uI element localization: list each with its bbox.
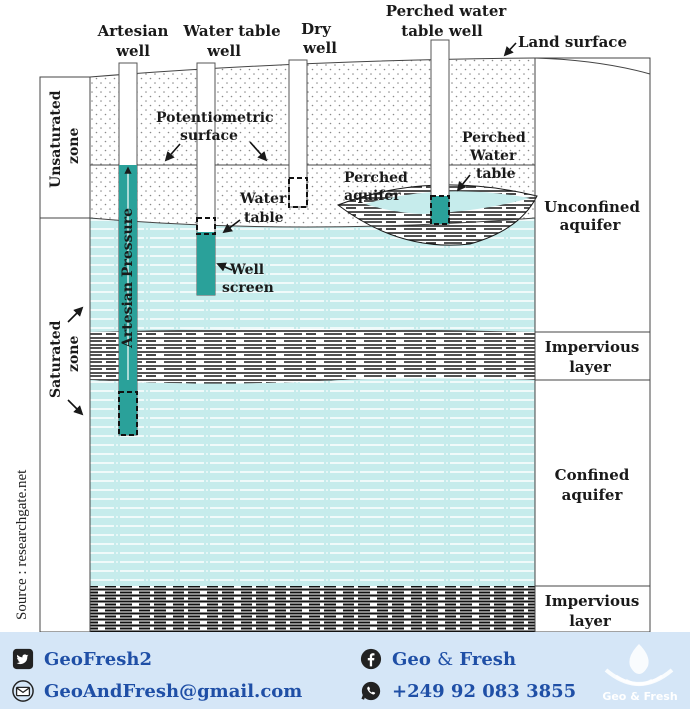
artesian-well-label-2: well <box>115 42 150 60</box>
unconfined-aquifer-label-1: Unconfined <box>544 198 640 216</box>
dry-well-label-2: well <box>302 39 337 57</box>
twitter-handle: GeoFresh2 <box>44 648 152 670</box>
artesian-well-label-1: Artesian <box>97 22 169 40</box>
water-table-well-label-1: Water table <box>182 22 280 40</box>
whatsapp-number: +249 92 083 3855 <box>392 680 577 702</box>
twitter-icon <box>12 648 34 670</box>
impervious-layer-middle <box>90 329 535 384</box>
perched-well-label-2: table well <box>401 22 483 40</box>
dry-well-label-1: Dry <box>301 20 332 38</box>
perched-water-table-label-2: Water <box>469 148 517 164</box>
facebook-name-suffix: Fresh <box>453 648 517 670</box>
potentiometric-label-1: Potentiometric <box>156 110 274 126</box>
facebook-icon <box>360 648 382 670</box>
artesian-pressure-label: Artesian Pressure <box>120 208 136 349</box>
perched-water-table-label-1: Perched <box>462 130 526 146</box>
perched-aquifer-label-2: aquifer <box>344 188 401 204</box>
confined-aquifer-label-2: aquifer <box>562 486 624 504</box>
email-icon <box>12 680 34 702</box>
confined-aquifer-label-1: Confined <box>555 466 630 484</box>
unconfined-aquifer-label-2: aquifer <box>560 216 622 234</box>
impervious-layer-label-2: layer <box>569 358 612 376</box>
saturated-zone-label-1: Saturated <box>48 320 64 398</box>
potentiometric-label-2: surface <box>180 128 238 144</box>
land-surface-label: Land surface <box>518 33 627 51</box>
whatsapp-row[interactable]: +249 92 083 3855 <box>360 680 576 702</box>
facebook-name-amp: & <box>437 648 454 670</box>
facebook-row[interactable]: Geo & Fresh <box>360 648 516 670</box>
perched-well-label-1: Perched water <box>386 2 508 20</box>
water-table-well-label-2: well <box>206 42 241 60</box>
water-table-label-2: table <box>244 210 284 226</box>
impervious-layer-bottom-label-1: Impervious <box>545 592 640 610</box>
dry-well <box>288 59 308 208</box>
artesian-well <box>118 62 138 436</box>
water-table-well <box>196 62 216 296</box>
impervious-layer-bottom-label-2: layer <box>569 612 612 630</box>
facebook-name-prefix: Geo <box>392 648 438 670</box>
source-credit: Source : researchgate.net <box>14 469 30 620</box>
footer-bar <box>0 632 690 709</box>
logo-text: Geo & Fresh <box>602 690 678 703</box>
perched-water-table-well <box>430 39 450 225</box>
confined-aquifer-area <box>90 378 535 586</box>
whatsapp-icon <box>361 681 381 701</box>
water-table-label-1: Water <box>239 191 287 207</box>
well-screen-label-2: screen <box>222 280 274 296</box>
well-screen-label-1: Well <box>229 262 264 278</box>
twitter-row[interactable]: GeoFresh2 <box>12 648 152 670</box>
unsaturated-zone-label-1: Unsaturated <box>48 90 64 188</box>
perched-water-table-label-3: table <box>476 166 516 182</box>
email-address: GeoAndFresh@gmail.com <box>44 680 303 702</box>
geofresh-logo-icon <box>604 644 674 686</box>
impervious-layer-label-1: Impervious <box>545 338 640 356</box>
perched-aquifer-label-1: Perched <box>344 170 408 186</box>
email-row[interactable]: GeoAndFresh@gmail.com <box>12 680 302 702</box>
saturated-zone-label-2: zone <box>66 336 82 372</box>
impervious-layer-bottom <box>90 586 535 632</box>
unsaturated-zone-label-2: zone <box>66 128 82 164</box>
groundwater-diagram: Artesian well Water table well Dry well … <box>14 2 651 632</box>
